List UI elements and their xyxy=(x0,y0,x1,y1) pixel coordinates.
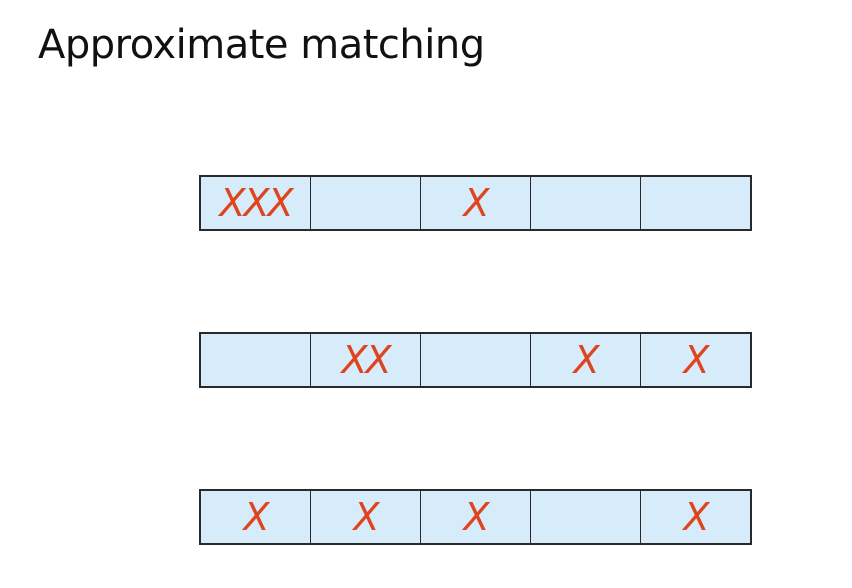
partition-row-2: XX X X xyxy=(199,332,752,388)
slide-title: Approximate matching xyxy=(38,22,485,68)
partition-cell xyxy=(531,177,641,229)
partition-cell: X xyxy=(683,338,709,382)
partition-cell xyxy=(421,334,531,386)
partition-row-3: X X X X xyxy=(199,489,752,545)
partition-cell xyxy=(641,177,750,229)
partition-cell: X xyxy=(421,491,531,543)
partition-cell: X xyxy=(531,334,641,386)
partition-cell: XX xyxy=(311,334,421,386)
partition-cell: X xyxy=(683,495,709,539)
partition-cell: XXX xyxy=(201,177,311,229)
partition-cell xyxy=(531,491,641,543)
partition-diagram: XXX X XX X X X X X X xyxy=(199,175,752,545)
partition-row-1: XXX X xyxy=(199,175,752,231)
partition-cell: X xyxy=(311,491,421,543)
partition-cell xyxy=(311,177,421,229)
partition-cell xyxy=(201,334,311,386)
partition-cell: X xyxy=(421,177,531,229)
partition-cell: X xyxy=(201,491,311,543)
